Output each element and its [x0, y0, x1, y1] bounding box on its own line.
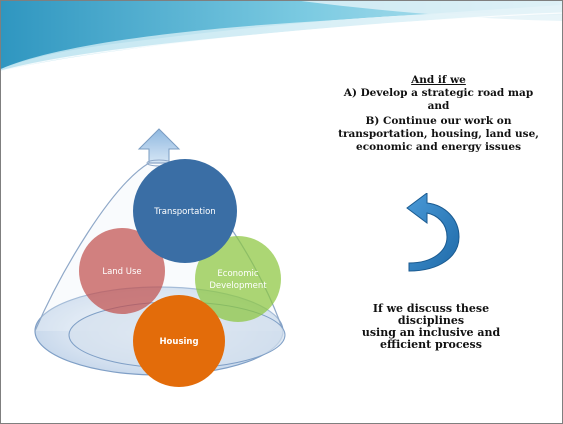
label-transportation: Transportation	[153, 207, 215, 217]
label-economic-line2: Development	[209, 281, 267, 291]
text-bottom-line2: disciplines	[397, 314, 465, 327]
text-item-b-line2: transportation, housing, land use,	[338, 128, 539, 140]
text-item-b-line3: economic and energy issues	[356, 141, 521, 153]
label-economic-line1: Economic	[217, 269, 258, 279]
text-block-top: And if we A) Develop a strategic road ma…	[316, 74, 561, 154]
text-item-a-line1: A) Develop a strategic road map	[343, 87, 534, 99]
text-bottom-line3: using an inclusive and	[361, 326, 501, 339]
text-intro: And if we	[411, 74, 466, 86]
concept-diagram: Land Use Economic Development Transporta…	[34, 128, 286, 387]
up-arrow-icon	[137, 128, 181, 164]
label-land-use: Land Use	[102, 267, 141, 277]
header-banner	[1, 1, 562, 71]
circle-transportation: Transportation	[133, 159, 237, 263]
text-bottom-line4: efficient process	[380, 338, 482, 351]
text-bottom-line1: If we discuss these	[372, 302, 490, 315]
text-block-bottom: If we discuss these disciplines using an…	[346, 303, 516, 351]
label-housing: Housing	[159, 337, 198, 347]
circle-economic-development: Economic Development	[195, 236, 281, 322]
text-item-b-line1: B) Continue our work on	[365, 115, 512, 127]
circle-land-use: Land Use	[79, 228, 165, 314]
circle-housing: Housing	[133, 295, 225, 387]
curved-arrow-icon	[406, 193, 460, 272]
text-item-a-line2: and	[427, 100, 450, 112]
